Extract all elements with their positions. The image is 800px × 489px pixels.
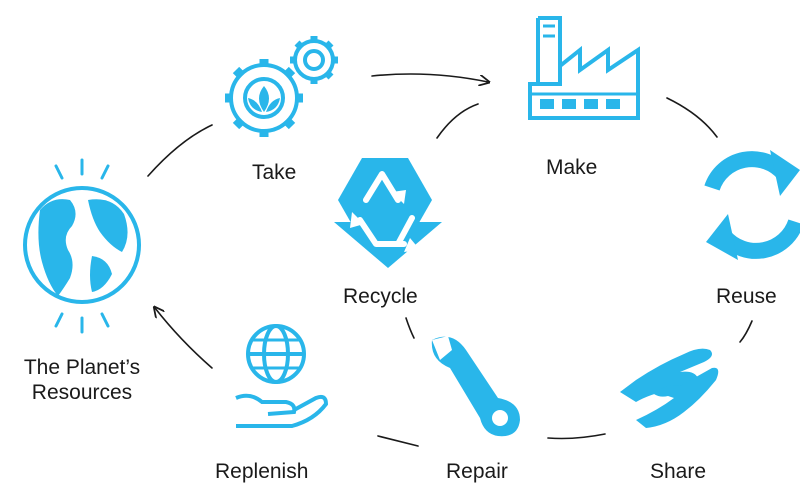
gears-leaf-icon <box>225 36 338 137</box>
planet-label-line1: The Planet’s <box>23 356 141 379</box>
hand-globe-icon <box>235 324 329 428</box>
recycle-icon <box>334 158 442 268</box>
connector-reuse-share <box>739 320 753 343</box>
globe-icon <box>23 158 141 334</box>
recycle-label: Recycle <box>343 285 418 308</box>
wrench-icon <box>431 336 520 437</box>
connector-repair-replenish <box>377 435 419 447</box>
cycle-arrows-icon <box>704 150 800 260</box>
sharing-hands-icon <box>620 348 719 428</box>
connector-planet-take <box>147 124 213 177</box>
take-label: Take <box>252 161 297 184</box>
connector-make-recycle <box>436 103 479 139</box>
make-label: Make <box>546 156 598 179</box>
arrow-replenish-planet <box>155 308 213 369</box>
planet-label-line2: Resources <box>31 381 133 405</box>
factory-icon <box>528 16 640 120</box>
repair-label: Repair <box>446 460 508 483</box>
replenish-label: Replenish <box>215 460 309 483</box>
share-label: Share <box>650 460 707 483</box>
connector-share-repair <box>547 433 606 440</box>
connector-repair-recycle <box>405 317 415 339</box>
connector-make-reuse <box>666 97 718 138</box>
planet-label: The Planet’s Resources <box>6 355 158 405</box>
arrow-take-make <box>371 73 488 82</box>
reuse-label: Reuse <box>716 285 777 308</box>
